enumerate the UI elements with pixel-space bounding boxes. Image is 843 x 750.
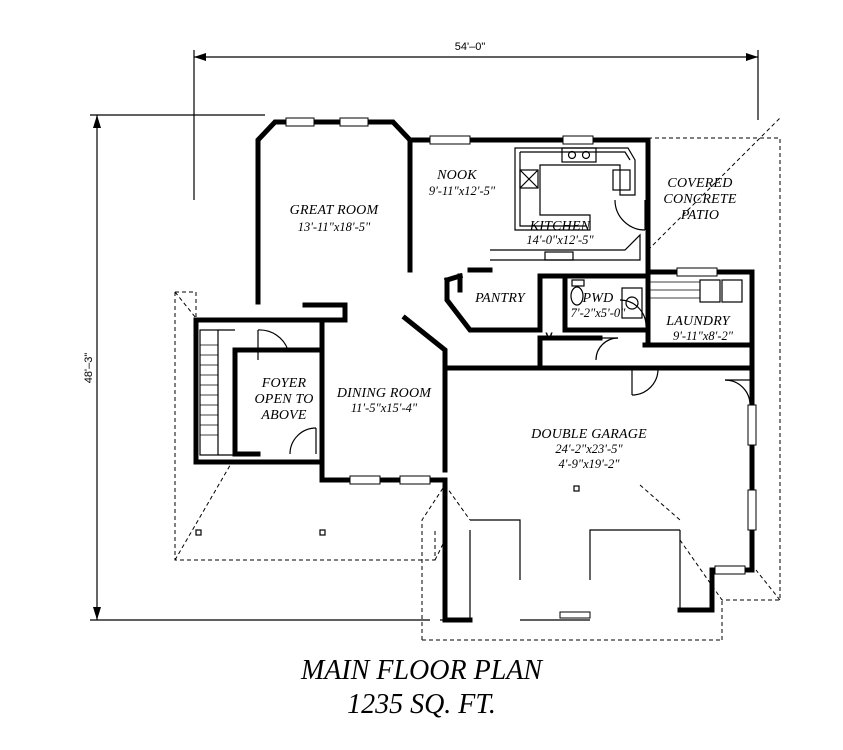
pantry-name: PANTRY (474, 291, 527, 306)
plan-square-footage: 1235 SQ. FT. (347, 689, 496, 720)
doors (257, 199, 751, 455)
powder-size: 7'-2"x5'-0" (571, 306, 626, 320)
powder-sink-icon (621, 287, 643, 319)
fridge-icon (612, 169, 631, 191)
foyer-line1: FOYER (261, 376, 307, 391)
windows (285, 117, 757, 575)
nook-name: NOOK (436, 168, 477, 183)
interior-walls (232, 267, 755, 473)
washer-icon (699, 279, 721, 303)
laundry-name: LAUNDRY (665, 314, 731, 329)
fixtures (195, 279, 743, 536)
dining-room-size: 11'-5"x15'-4" (351, 401, 418, 415)
post-icon (319, 529, 326, 536)
sink-icon (519, 169, 539, 189)
stairs (199, 329, 235, 456)
garage-door-openings (440, 530, 703, 623)
arrow-down-icon (93, 607, 101, 620)
dining-room-name: DINING ROOM (336, 386, 432, 401)
dryer-icon (721, 279, 743, 303)
room-labels: GREAT ROOM 13'-11"x18'-5" NOOK 9'-11"x12… (254, 168, 736, 471)
arrow-right-icon (746, 53, 758, 61)
depth-dimension: 48'–3" (83, 114, 430, 621)
powder-name: PWD (582, 291, 614, 306)
patio-line1: COVERED (667, 176, 732, 191)
roof-overhang-lines (174, 117, 781, 641)
arrow-up-icon (93, 115, 101, 128)
plan-title: MAIN FLOOR PLAN (300, 655, 543, 686)
width-dimension-label: 54'–0" (455, 41, 486, 53)
garage-name: DOUBLE GARAGE (530, 427, 647, 442)
foyer-line3: ABOVE (260, 408, 307, 423)
laundry-size: 9'-11"x8'-2" (673, 329, 734, 343)
range-icon (561, 147, 597, 163)
floor-drain-icon (573, 485, 580, 492)
garage-size-1: 24'-2"x23'-5" (555, 442, 623, 456)
kitchen-size: 14'-0"x12'-5" (526, 233, 594, 247)
toilet-icon (570, 286, 584, 306)
arrow-left-icon (194, 53, 206, 61)
patio-line2: CONCRETE (663, 192, 736, 207)
post-icon (195, 529, 202, 536)
depth-dimension-label: 48'–3" (83, 353, 95, 384)
great-room-name: GREAT ROOM (290, 203, 380, 218)
foyer-line2: OPEN TO (254, 392, 313, 407)
garage-size-2: 4'-9"x19'-2" (559, 457, 621, 471)
vent-mark: V (545, 331, 553, 343)
plan-title-block: MAIN FLOOR PLAN 1235 SQ. FT. (0, 654, 843, 722)
nook-size: 9'-11"x12'-5" (429, 184, 496, 198)
kitchen-counters (490, 147, 641, 261)
kitchen-name: KITCHEN (529, 219, 591, 234)
great-room-size: 13'-11"x18'-5" (298, 220, 371, 234)
width-dimension: 54'–0" (193, 41, 759, 200)
patio-line3: PATIO (680, 208, 719, 223)
